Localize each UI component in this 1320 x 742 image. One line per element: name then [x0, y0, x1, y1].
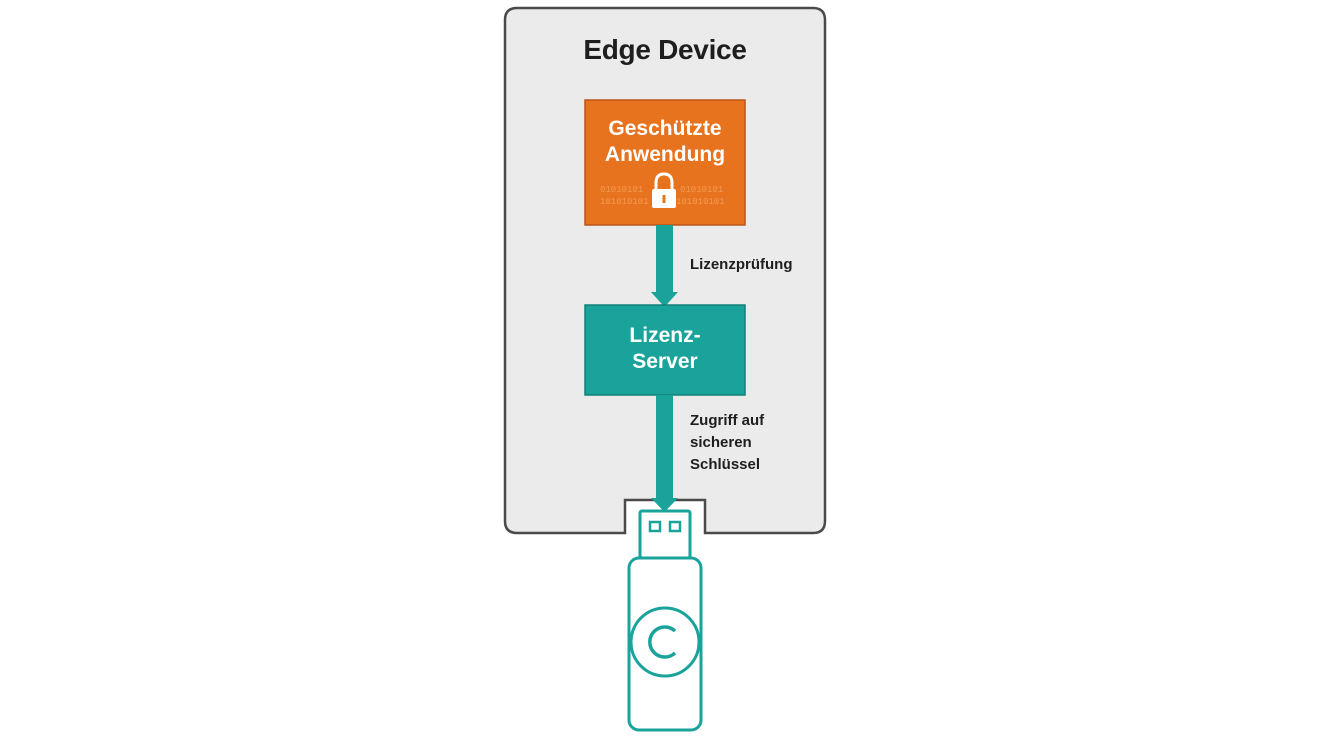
binary-pattern: 01010101	[600, 185, 643, 195]
protected-app-line-2: Anwendung	[604, 143, 726, 166]
cm-logo-icon	[648, 625, 677, 659]
license-server-box	[584, 304, 746, 396]
binary-pattern: 101010101	[676, 197, 725, 207]
key-access-arrow	[651, 395, 678, 512]
binary-pattern: 01010101	[680, 185, 723, 195]
edge-device-title: Edge Device	[583, 34, 747, 65]
license-server-line-1: Lizenz-	[629, 324, 701, 347]
protected-app-line-1: Geschützte	[608, 117, 722, 140]
license-server-label: Lizenz- Server	[585, 323, 745, 375]
cm-logo-ring	[629, 606, 701, 678]
binary-pattern: 101010101	[600, 197, 649, 207]
license-check-label: Lizenzprüfung	[690, 256, 793, 273]
lock-icon	[652, 172, 676, 208]
license-check-arrow	[651, 225, 678, 307]
key-access-line-3: Schlüssel	[690, 456, 761, 473]
protected-app-label: Geschützte Anwendung	[585, 116, 745, 168]
license-server-line-2: Server	[632, 350, 698, 373]
key-access-line-1: Zugriff auf	[690, 412, 765, 429]
key-access-line-2: sicheren	[690, 434, 752, 451]
usb-connector	[638, 509, 692, 560]
usb-dongle	[627, 509, 703, 732]
key-access-label: Zugriff auf sicheren Schlüssel	[690, 410, 764, 476]
